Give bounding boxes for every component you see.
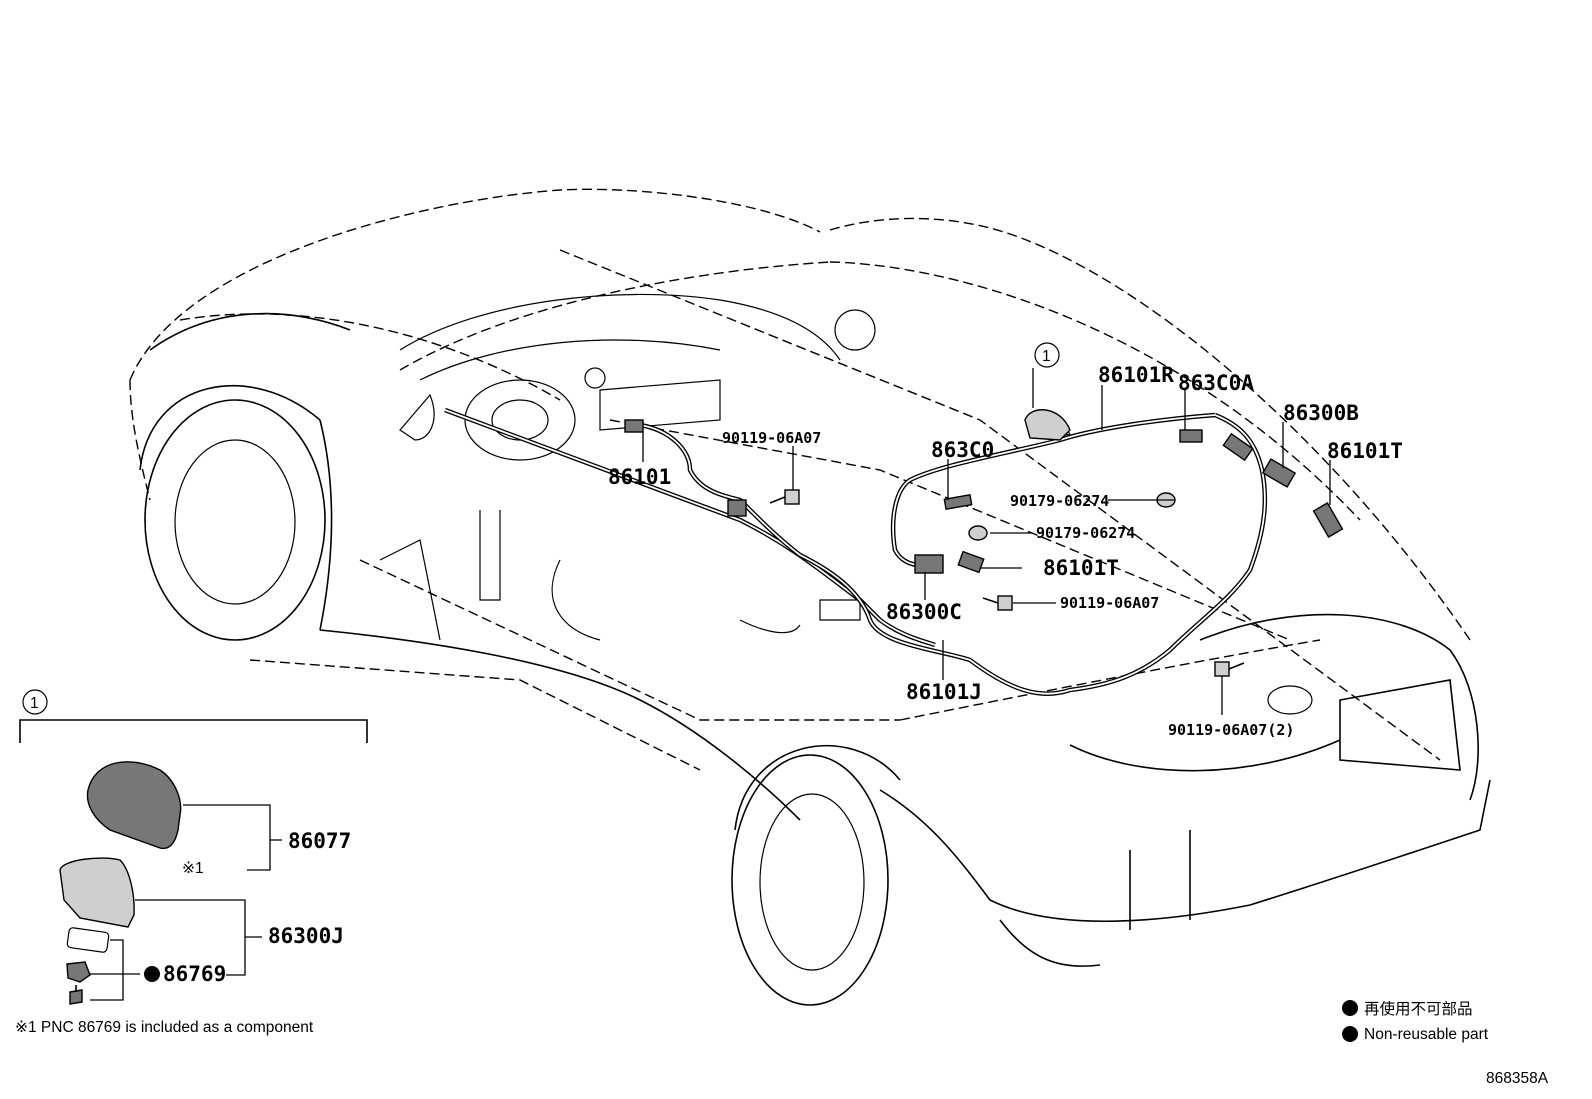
part-label-86101J: 86101J (906, 680, 982, 704)
bolt-icon (769, 489, 800, 505)
roof-marker: 1 (1042, 348, 1051, 365)
clip-icon (968, 525, 988, 541)
roof-antenna-phantom (1024, 409, 1071, 441)
part-label-90179-06274-lower: 90179-06274 (1036, 524, 1135, 542)
part-label-90179-06274-upper: 90179-06274 (1010, 492, 1109, 510)
legend-en: Non-reusable part (1364, 1026, 1489, 1043)
diagram-id: 868358A (1486, 1070, 1549, 1087)
screw-icon (69, 989, 83, 1005)
fasteners (769, 489, 1245, 677)
part-label-86101R: 86101R (1098, 363, 1174, 387)
legend-jp: 再使用不可部品 (1364, 1000, 1473, 1018)
bolt-icon (1214, 661, 1245, 677)
part-label-86077: 86077 (288, 829, 351, 853)
note-mark-1: ※1 (182, 860, 204, 877)
non-reusable-dot-icon (1342, 1026, 1358, 1042)
part-label-86101T-mid: 86101T (1043, 556, 1119, 580)
leader-lines (642, 368, 1331, 715)
inset-footnote: ※1 PNC 86769 is included as a component (15, 1019, 314, 1036)
part-label-86101: 86101 (608, 465, 671, 489)
non-reusable-dot-icon (1342, 1000, 1358, 1016)
bolt-icon (982, 595, 1013, 611)
inset-circle-marker: 1 (30, 695, 39, 712)
car-body (129, 188, 1491, 1006)
part-label-90119-06A07-mid: 90119-06A07 (1060, 594, 1159, 612)
non-reusable-dot-icon (144, 966, 160, 982)
gasket-icon (66, 927, 110, 953)
part-label-90119-06A07-upper: 90119-06A07 (722, 429, 821, 447)
part-label-863C0A: 863C0A (1178, 371, 1254, 395)
part-label-86300C: 86300C (886, 600, 962, 624)
part-label-86769: 86769 (163, 962, 226, 986)
wire-harness (444, 407, 1344, 696)
antenna-cover-icon (86, 761, 182, 850)
part-label-90119-06A07-2: 90119-06A07(2) (1168, 721, 1294, 739)
rear-wheel (731, 754, 889, 1006)
inset-panel: 1 (19, 689, 368, 1005)
amplifier-base-icon (59, 857, 135, 928)
part-label-86300B: 86300B (1283, 401, 1359, 425)
part-label-863C0: 863C0 (931, 438, 994, 462)
front-wheel (144, 399, 326, 641)
nut-icon (66, 961, 91, 983)
part-label-86101T-upper: 86101T (1327, 439, 1403, 463)
part-label-86300J: 86300J (268, 924, 344, 948)
